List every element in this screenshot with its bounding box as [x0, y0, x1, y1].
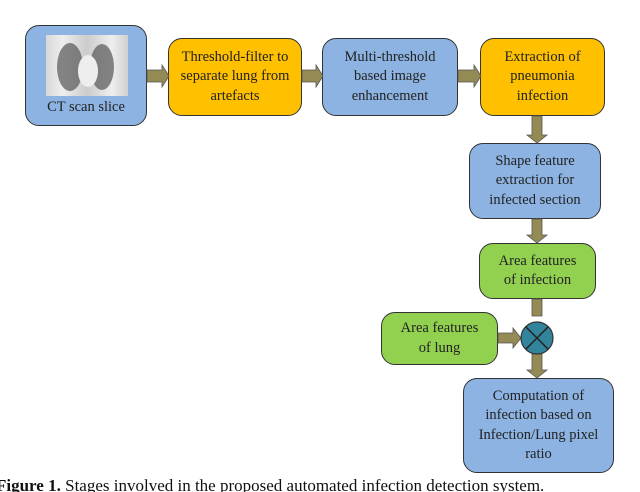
shape-feature-node: Shape feature extraction for infected se…	[469, 143, 601, 219]
computation-label: Computation of infection based on Infect…	[478, 387, 599, 463]
caption-text: Stages involved in the proposed automate…	[60, 476, 545, 492]
ct-scan-label: CT scan slice	[47, 98, 125, 115]
arrow-right-1	[146, 63, 170, 89]
shape-feature-label: Shape feature extraction for infected se…	[489, 152, 581, 208]
threshold-filter-node: Threshold-filter to separate lung from a…	[168, 38, 302, 116]
multi-threshold-node: Multi-threshold based image enhancement	[322, 38, 458, 116]
multi-threshold-label: Multi-threshold based image enhancement	[344, 48, 436, 104]
area-lung-node: Area features of lung	[381, 312, 498, 365]
area-infection-node: Area features of infection	[479, 243, 596, 299]
multiply-combiner-icon	[520, 321, 554, 355]
computation-node: Computation of infection based on Infect…	[463, 378, 614, 473]
extraction-label: Extraction of pneumonia infection	[504, 48, 581, 104]
arrow-right-2	[301, 63, 324, 89]
area-lung-label: Area features of lung	[400, 320, 479, 356]
arrow-right-lung	[497, 326, 522, 350]
caption-label: Figure 1.	[0, 476, 61, 492]
threshold-filter-label: Threshold-filter to separate lung from a…	[180, 48, 290, 104]
figure-caption: Figure 1. Stages involved in the propose…	[0, 476, 544, 492]
arrow-down-1	[525, 115, 549, 144]
ct-scan-node: CT scan slice	[25, 25, 147, 126]
arrow-down-4	[525, 353, 549, 379]
arrow-down-3	[531, 298, 543, 317]
arrow-right-3	[457, 63, 482, 89]
extraction-node: Extraction of pneumonia infection	[480, 38, 605, 116]
area-infection-label: Area features of infection	[498, 252, 577, 289]
arrow-down-2	[525, 218, 549, 244]
ct-scan-image	[46, 35, 128, 96]
